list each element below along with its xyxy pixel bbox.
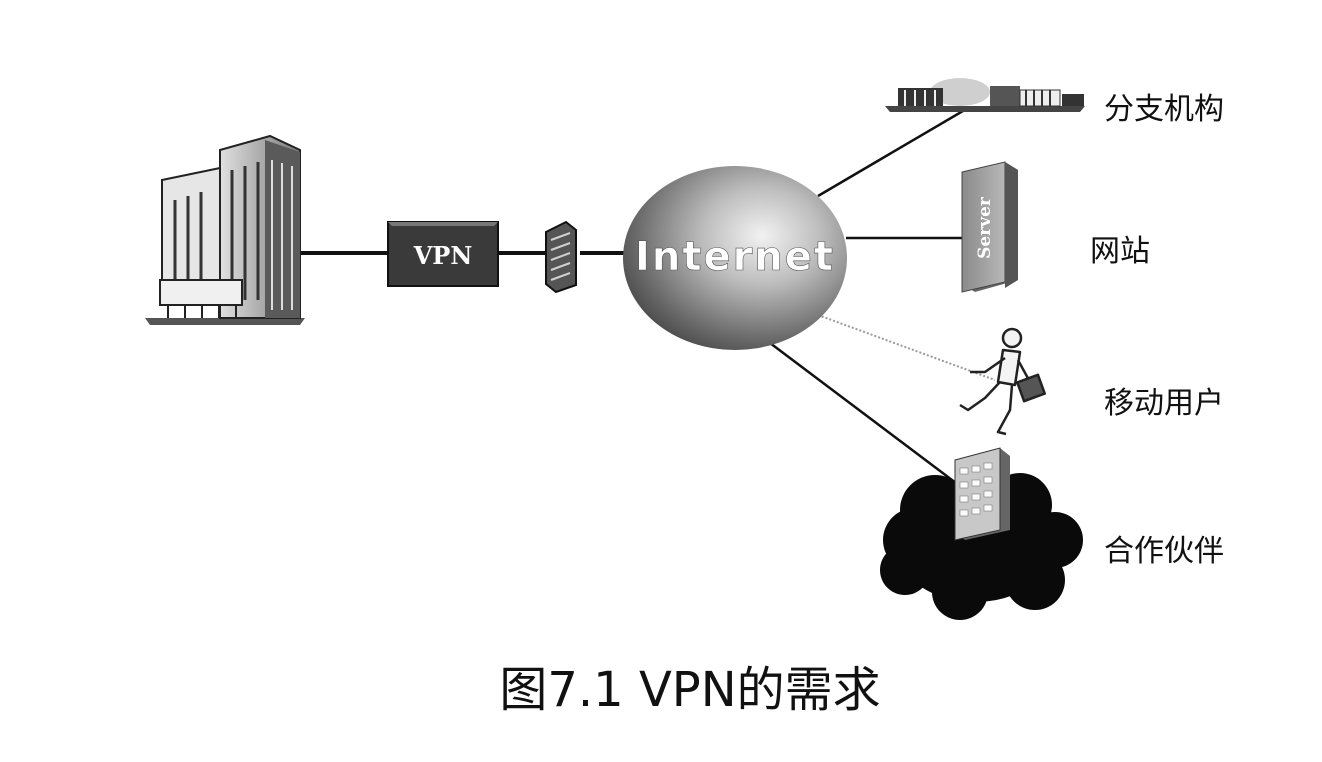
label-mobile-user: 移动用户 <box>1104 386 1224 421</box>
link-internet-branch <box>817 106 969 198</box>
vpn-device: VPN <box>387 221 499 287</box>
mobile-user-icon <box>959 327 1047 436</box>
figure-caption: 图7.1 VPN的需求 <box>499 662 881 718</box>
server-icon: Server <box>961 161 1018 293</box>
partner-cloud-icon <box>880 447 1083 620</box>
server-label: Server <box>975 196 995 259</box>
partner-building-icon <box>954 447 1010 541</box>
label-website: 网站 <box>1090 234 1150 269</box>
headquarters-building-icon <box>145 134 305 325</box>
link-internet-mobile <box>817 314 996 381</box>
internet-cloud-icon: Internet <box>623 166 847 350</box>
firewall-icon <box>545 220 577 294</box>
internet-label: Internet <box>635 234 835 280</box>
branch-office-icon <box>885 78 1085 112</box>
vpn-box-label: VPN <box>413 241 473 270</box>
label-branch: 分支机构 <box>1104 92 1224 127</box>
link-internet-partner <box>769 342 961 487</box>
label-partner: 合作伙伴 <box>1104 534 1224 569</box>
connection-lines <box>300 106 996 487</box>
